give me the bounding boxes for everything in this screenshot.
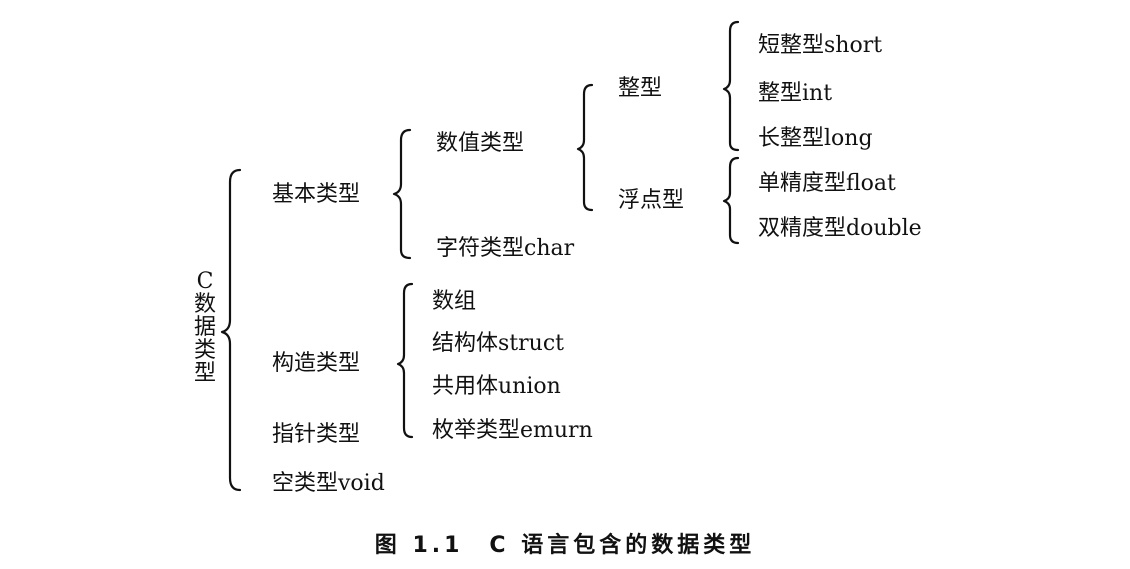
float-brace [722, 156, 740, 245]
struct-label: 结构体struct [432, 331, 564, 356]
pointer-type-label: 指针类型 [272, 422, 361, 447]
basic-type-label: 基本类型 [272, 182, 361, 207]
numeric-type-label: 数值类型 [436, 131, 525, 156]
figure-caption: 图 1.1 C 语言包含的数据类型 [374, 533, 756, 558]
int-type-label: 整型int [758, 81, 833, 106]
short-type-label: 短整型short [758, 33, 883, 58]
void-type-label: 空类型void [272, 471, 385, 496]
basic-brace [392, 128, 412, 260]
construct-type-label: 构造类型 [272, 351, 361, 376]
union-label: 共用体union [432, 374, 561, 399]
root-brace [220, 168, 242, 492]
integer-brace [722, 20, 740, 152]
integer-type-label: 整型 [618, 76, 663, 101]
float-single-label: 单精度型float [758, 171, 896, 196]
float-point-type-label: 浮点型 [618, 188, 685, 213]
construct-brace [396, 282, 414, 439]
root-label: C数据类型 [193, 269, 216, 386]
enum-label: 枚举类型emurn [432, 418, 593, 443]
numeric-brace [576, 83, 594, 212]
double-type-label: 双精度型double [758, 216, 922, 241]
char-type-label: 字符类型char [436, 236, 575, 261]
array-label: 数组 [432, 289, 477, 314]
long-type-label: 长整型long [758, 126, 873, 151]
